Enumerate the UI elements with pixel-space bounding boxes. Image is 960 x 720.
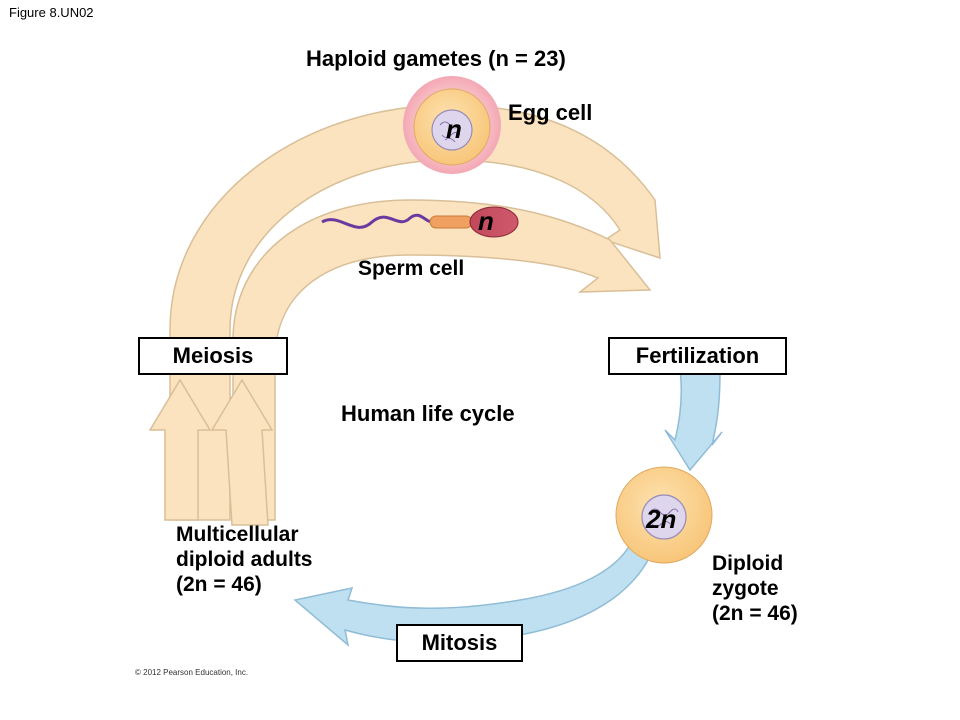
zygote-line3: (2n = 46)	[712, 602, 798, 625]
outer-haploid-arrow	[169, 104, 661, 521]
adults-line2: diploid adults	[176, 548, 313, 571]
sperm-label: Sperm cell	[358, 257, 465, 280]
meiosis-arrowhead-outer	[148, 378, 212, 521]
sperm-ploidy: n	[478, 206, 494, 236]
diploid-arrow	[664, 369, 723, 472]
fertilization-box: Fertilization	[608, 337, 787, 375]
figure-label: Figure 8.UN02	[9, 5, 94, 20]
zygote-label: Diploid zygote (2n = 46)	[712, 551, 798, 626]
meiosis-arrowhead-inner	[210, 378, 274, 526]
diploid-arrow-lower	[293, 544, 657, 647]
center-label: Human life cycle	[341, 401, 515, 426]
egg-ploidy: n	[446, 114, 462, 144]
copyright: © 2012 Pearson Education, Inc.	[135, 668, 249, 677]
sperm-cell	[321, 206, 519, 238]
zygote-ploidy: 2n	[646, 504, 677, 534]
zygote-line2: zygote	[712, 577, 779, 600]
adults-label: Multicellular diploid adults (2n = 46)	[176, 522, 313, 597]
zygote-line1: Diploid	[712, 552, 784, 575]
mitosis-box: Mitosis	[396, 624, 523, 662]
inner-haploid-arrow	[232, 199, 652, 521]
adults-line3: (2n = 46)	[176, 573, 262, 596]
zygote-cell	[615, 466, 713, 564]
adults-line1: Multicellular	[176, 523, 299, 546]
egg-label: Egg cell	[508, 100, 593, 125]
meiosis-box: Meiosis	[138, 337, 288, 375]
title: Haploid gametes (n = 23)	[306, 46, 566, 71]
egg-cell	[403, 76, 501, 174]
